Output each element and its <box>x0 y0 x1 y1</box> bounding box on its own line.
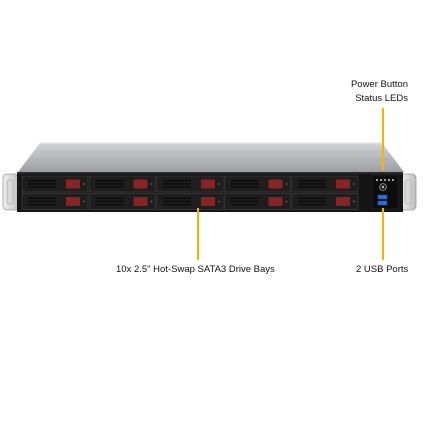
power-button-text: Power Button <box>350 79 408 90</box>
usb-ports-callout-label: 2 USB Ports <box>356 264 409 275</box>
drive-bay <box>21 193 89 210</box>
usb-port-icon <box>377 200 388 206</box>
power-callout-label: Power Button Status LEDs <box>351 78 408 106</box>
drive-latch-icon <box>66 197 80 206</box>
drive-bay <box>156 175 224 193</box>
status-led-row <box>376 179 394 181</box>
drive-latch-icon <box>201 179 215 189</box>
drive-bay <box>89 175 156 193</box>
usb-port-icon <box>377 194 388 200</box>
drive-bay <box>224 175 291 193</box>
drive-latch-icon <box>268 197 283 206</box>
drive-bays-callout-label: 10x 2.5" Hot-Swap SATA3 Drive Bays <box>116 264 275 275</box>
drive-latch-icon <box>201 197 215 206</box>
drive-latch-icon <box>336 179 350 189</box>
drive-latch-icon <box>133 197 148 206</box>
drive-bay <box>224 193 291 210</box>
drive-bay <box>156 193 224 210</box>
drive-latch-icon <box>336 197 350 206</box>
drive-bays-group <box>21 175 359 210</box>
power-leader-line <box>382 108 384 170</box>
status-leds-text: Status LEDs <box>355 93 408 104</box>
drive-latch-icon <box>268 179 283 189</box>
drive-bay <box>291 193 359 210</box>
drive-latch-icon <box>133 179 148 189</box>
chassis-top <box>18 143 404 172</box>
drive-bay <box>291 175 359 193</box>
usb-leader-line <box>382 208 384 260</box>
drive-bay <box>21 175 89 193</box>
drive-bay <box>89 193 156 210</box>
drive-latch-icon <box>66 179 80 189</box>
drive-bays-leader-line <box>197 208 199 260</box>
